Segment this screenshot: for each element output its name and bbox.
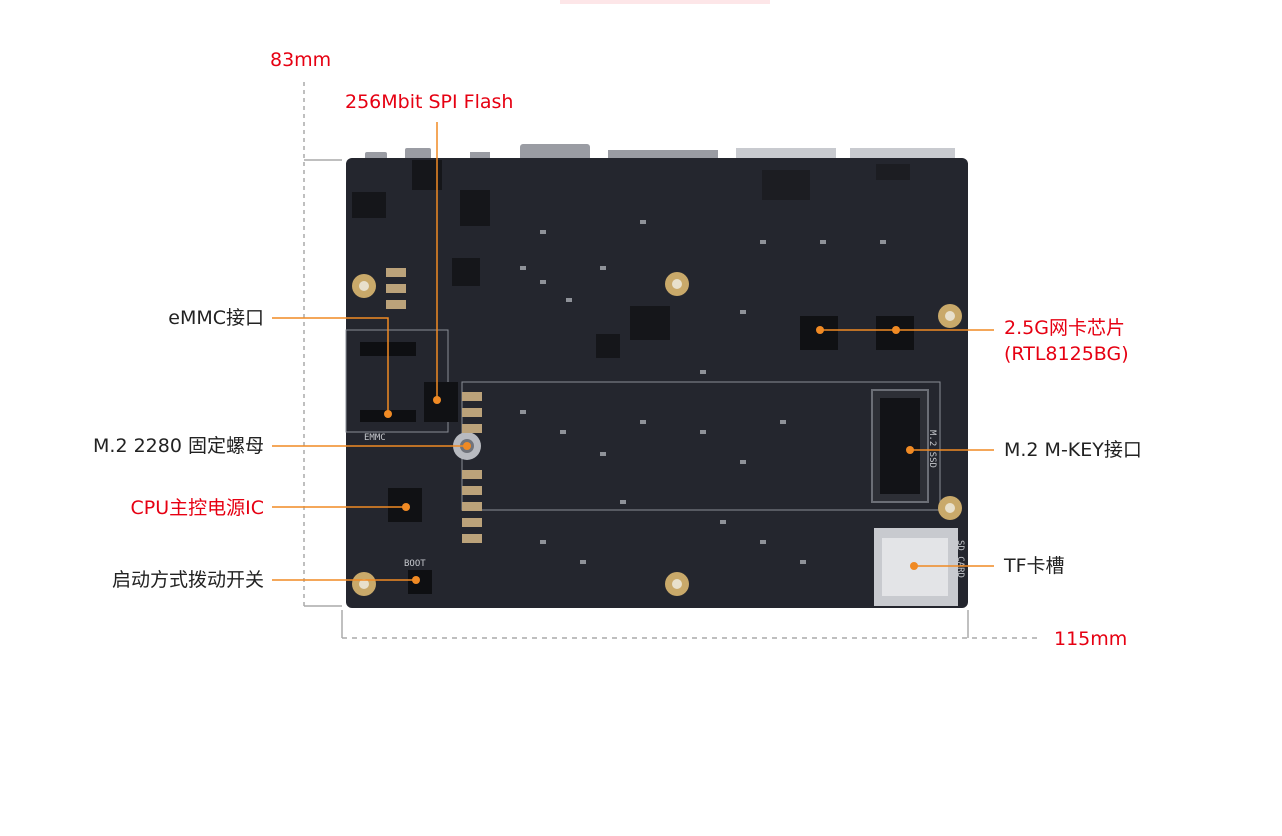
pcb-board	[346, 158, 968, 608]
silk-m2: M.2 SSD	[927, 430, 937, 468]
top-accent-bar	[560, 0, 770, 4]
leader-dots	[384, 326, 918, 584]
mounting-holes	[352, 272, 962, 596]
callout-m2-nut: M.2 2280 固定螺母	[93, 435, 264, 457]
callout-tf-slot: TF卡槽	[1004, 555, 1065, 577]
callout-spi-flash: 256Mbit SPI Flash	[345, 91, 514, 113]
dimension-lines	[303, 82, 1040, 639]
leader-lines	[272, 122, 994, 581]
chips	[352, 160, 914, 594]
capacitor-column	[386, 268, 482, 543]
callout-cpu-pmic: CPU主控电源IC	[130, 497, 264, 519]
silk-emmc: EMMC	[364, 433, 386, 443]
callout-boot-switch: 启动方式拨动开关	[111, 569, 264, 591]
smd-components	[520, 220, 886, 564]
callout-emmc: eMMC接口	[168, 307, 264, 329]
silk-sd: SD CARD	[955, 540, 965, 578]
callout-nic-line1: 2.5G网卡芯片	[1004, 317, 1125, 339]
callout-nic-line2: (RTL8125BG)	[1004, 343, 1129, 365]
silk-boot: BOOT	[404, 559, 426, 569]
width-dimension-label: 115mm	[1054, 628, 1128, 650]
callout-m2-mkey: M.2 M-KEY接口	[1004, 439, 1142, 461]
emmc-outline	[345, 329, 449, 433]
height-dimension-label: 83mm	[270, 49, 332, 71]
